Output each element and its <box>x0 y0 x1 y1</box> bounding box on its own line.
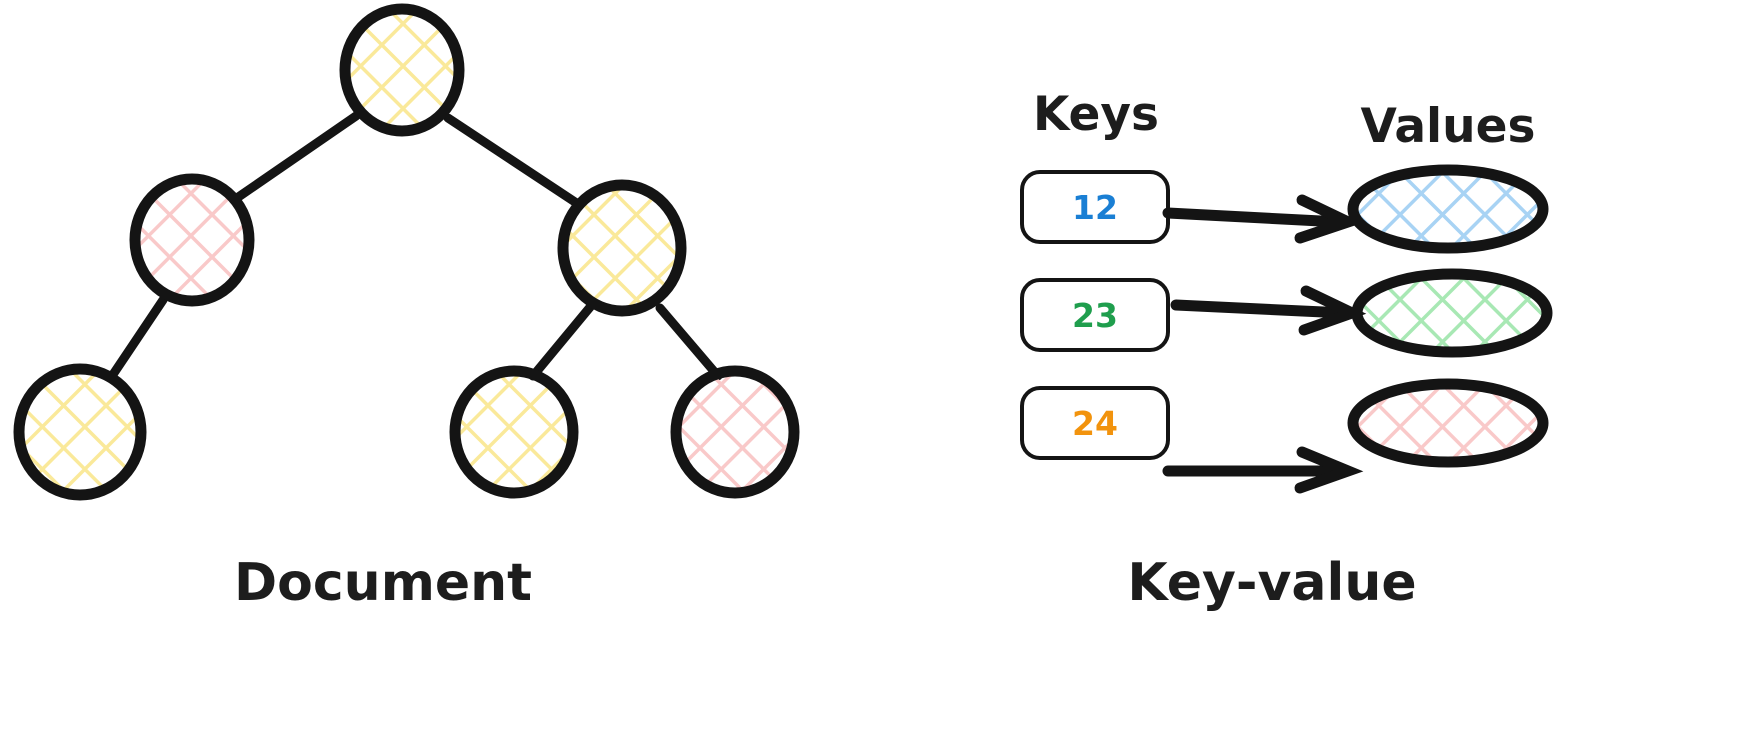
key-value-1: 12 <box>1072 188 1118 227</box>
keyvalue-row-3: 24 <box>1020 378 1549 494</box>
value-ellipse-3[interactable] <box>1347 378 1549 468</box>
tree-node-root[interactable] <box>339 3 465 137</box>
edge-right-leafb <box>528 301 596 381</box>
document-caption: Document <box>234 553 532 613</box>
keyvalue-caption: Key-value <box>1127 553 1416 613</box>
key-value-2: 23 <box>1072 296 1118 335</box>
value-ellipse-2[interactable] <box>1351 268 1553 358</box>
key-box-3[interactable] <box>1020 386 1170 460</box>
edge-root-left <box>229 111 361 205</box>
value-ellipse-1[interactable] <box>1347 164 1549 254</box>
edge-right-leafc <box>655 303 723 381</box>
tree-node-right[interactable] <box>557 179 687 317</box>
edge-left-leafa <box>107 295 168 381</box>
arrow-3 <box>1162 446 1364 494</box>
edge-root-right <box>443 113 583 209</box>
arrow-1 <box>1162 194 1363 244</box>
tree-node-leaf-c[interactable] <box>670 365 800 499</box>
tree-node-left[interactable] <box>129 173 255 307</box>
values-column-header: Values <box>1361 99 1536 154</box>
keyvalue-row-1: 12 <box>1020 164 1549 254</box>
keyvalue-row-2: 23 <box>1020 268 1553 358</box>
key-box-2[interactable] <box>1020 278 1170 352</box>
arrow-2 <box>1170 285 1367 336</box>
document-tree-edges <box>107 111 723 381</box>
document-tree-nodes <box>13 3 800 501</box>
keys-column-header: Keys <box>1033 87 1159 142</box>
tree-node-leaf-a[interactable] <box>13 363 147 501</box>
key-box-1[interactable] <box>1020 170 1170 244</box>
tree-node-leaf-b[interactable] <box>449 365 579 499</box>
key-value-3: 24 <box>1072 404 1118 443</box>
